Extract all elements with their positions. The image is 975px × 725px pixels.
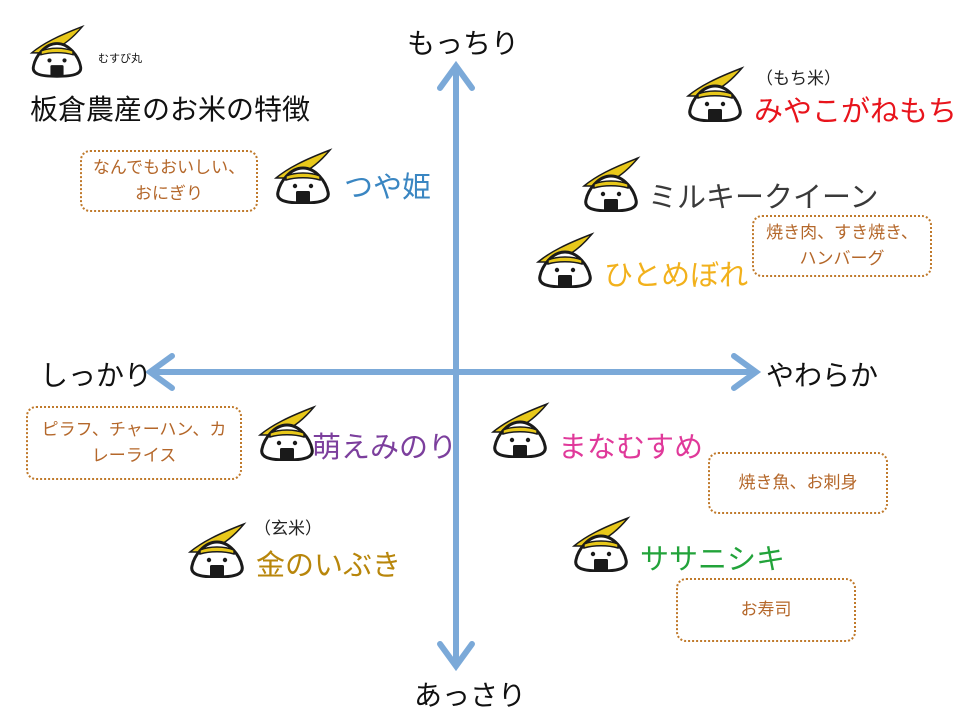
dish-text: 焼き魚、お刺身 — [738, 473, 858, 493]
dish-text: なんでもおいしい、おにぎり — [92, 158, 246, 204]
page-title: 板倉農産のお米の特徴 — [30, 93, 311, 126]
mascot-onigiri-icon — [258, 405, 316, 461]
variety-label-tsuyahime: つや姫 — [344, 170, 432, 204]
mascot-onigiri-icon — [274, 148, 332, 204]
axis-label-left: しっかり — [40, 359, 153, 392]
variety-label-kinnoibuki: 金のいぶき — [256, 548, 402, 582]
variety-label-hitomebore: ひとめぼれ — [604, 258, 749, 292]
brand-name: むすび丸 — [98, 52, 142, 65]
mascot-onigiri-icon — [582, 156, 640, 212]
arrow-down — [437, 641, 475, 672]
axis-label-top: もっちり — [407, 27, 520, 60]
dish-box-yakiniku: 焼き肉、すき焼き、ハンバーグ — [752, 215, 932, 277]
mascot-onigiri-icon — [686, 66, 744, 122]
variety-label-miyakoganemochi: みやこがねもち — [754, 94, 958, 128]
variety-label-manamusume: まなむすめ — [558, 430, 704, 464]
mascot-onigiri-icon — [572, 516, 630, 572]
variety-note-kinnoibuki: （玄米） — [254, 519, 322, 539]
mascot-onigiri-icon — [188, 522, 246, 578]
dish-box-onigiri: なんでもおいしい、おにぎり — [80, 150, 258, 212]
dish-text: お寿司 — [740, 600, 792, 620]
variety-note-miyakoganemochi: （もち米） — [756, 69, 841, 89]
axis-label-right: やわらか — [766, 359, 879, 392]
mascot-onigiri-icon — [536, 232, 594, 288]
dish-text: 焼き肉、すき焼き、ハンバーグ — [766, 223, 918, 269]
variety-label-sasanishiki: ササニシキ — [640, 542, 786, 576]
mascot-onigiri-icon — [30, 25, 84, 78]
dish-text: ピラフ、チャーハン、カレーライス — [41, 420, 227, 466]
arrow-left — [144, 353, 175, 391]
variety-label-moeminori: 萌えみのり — [312, 430, 458, 464]
mascot-onigiri-icon — [491, 402, 549, 458]
variety-label-milkyqueen: ミルキークイーン — [648, 180, 879, 214]
arrow-right — [731, 353, 762, 391]
dish-box-yakizakana: 焼き魚、お刺身 — [708, 452, 888, 514]
arrow-up — [437, 60, 475, 91]
dish-box-pilaf: ピラフ、チャーハン、カレーライス — [26, 406, 242, 480]
axis-label-bottom: あっさり — [414, 679, 527, 712]
dish-box-osushi: お寿司 — [676, 578, 856, 642]
